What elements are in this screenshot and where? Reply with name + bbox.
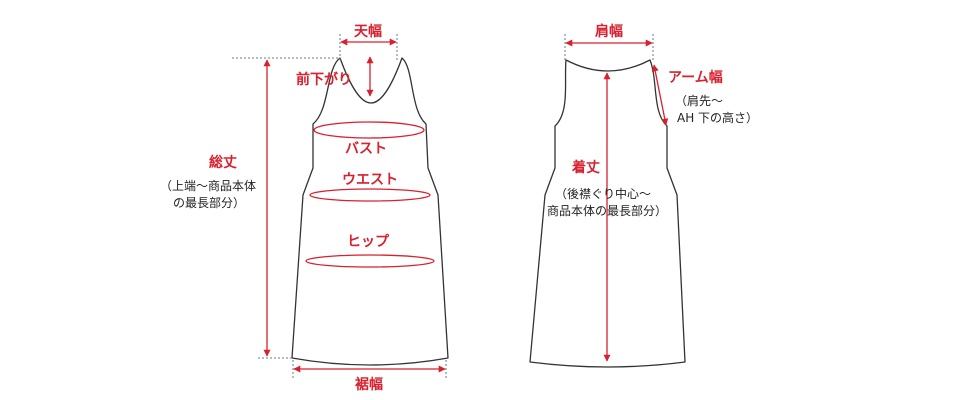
bust-label: バスト <box>345 141 387 157</box>
neck-width-label: 天幅 <box>354 23 382 40</box>
hip-label: ヒップ <box>347 234 390 250</box>
total-length-note-line2: の最長部分） <box>173 195 245 210</box>
front-garment: 天幅 前下がり バスト ウエスト ヒップ 総丈 （上端〜商品本体 の最長部分） … <box>160 23 449 393</box>
neck-drop-label: 前下がり <box>296 71 352 88</box>
armhole-label: アーム幅 <box>668 69 723 86</box>
shoulder-width-label: 肩幅 <box>595 23 623 40</box>
back-garment: 肩幅 アーム幅 （肩先〜 AH 下の高さ） 着丈 （後襟ぐり中心〜 商品本体の最… <box>529 23 758 368</box>
armhole-arrow <box>651 64 669 126</box>
back-length-note-line2: 商品本体の最長部分） <box>547 203 667 218</box>
back-dress-outline <box>529 59 686 368</box>
bust-measure-ring <box>313 121 425 139</box>
waist-label: ウエスト <box>342 172 398 188</box>
hem-width-label: 裾幅 <box>355 376 383 393</box>
back-length-note-line1: （後襟ぐり中心〜 <box>555 186 651 201</box>
back-length-label: 着丈 <box>571 159 600 176</box>
waist-measure-ring <box>309 188 431 202</box>
total-length-note-line1: （上端〜商品本体 <box>160 178 256 193</box>
armhole-note-line2: AH 下の高さ） <box>677 110 758 125</box>
hip-measure-ring <box>305 254 435 268</box>
armhole-note-line1: （肩先〜 <box>675 93 723 108</box>
front-dress-outline <box>291 57 449 366</box>
total-length-label: 総丈 <box>209 154 237 171</box>
